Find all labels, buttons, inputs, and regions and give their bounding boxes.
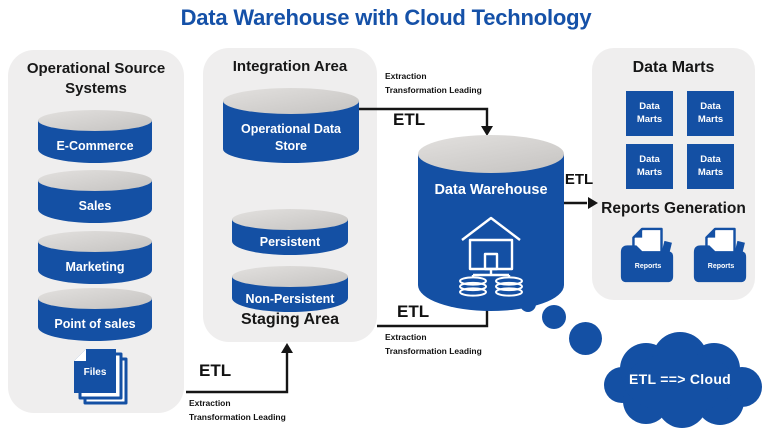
- thought-bubble-medium: [542, 305, 566, 329]
- etl-label-ods-to-warehouse: ETL: [393, 110, 426, 129]
- integration-area-title: Integration Area: [232, 58, 348, 75]
- cylinder-top: [38, 170, 152, 191]
- cylinder-top: [38, 231, 152, 252]
- cylinder-top: [223, 88, 359, 114]
- cylinder-ecommerce: E-Commerce: [38, 110, 152, 163]
- cloud-label: ETL ==> Cloud: [628, 371, 732, 387]
- data-mart-box: Data Marts: [687, 91, 734, 136]
- caption-line: Extraction: [385, 71, 427, 81]
- data-mart-box: Data Marts: [626, 91, 673, 136]
- data-marts-panel: Data Marts Data Marts Data Marts Data Ma…: [592, 48, 755, 300]
- warehouse-building-databases-icon: [445, 209, 537, 297]
- cylinder-marketing: Marketing: [38, 231, 152, 284]
- cloud-shape: ETL ==> Cloud: [594, 323, 766, 429]
- cylinder-top: [38, 110, 152, 131]
- cylinder-top: [418, 135, 564, 173]
- etl-caption-files-to-staging: Extraction Transformation Leading: [189, 397, 286, 424]
- cylinder-sales: Sales: [38, 170, 152, 223]
- etl-label-staging-to-warehouse: ETL: [397, 302, 430, 321]
- caption-line: Extraction: [385, 332, 427, 342]
- data-mart-box: Data Marts: [626, 144, 673, 189]
- etl-label-warehouse-to-marts: ETL: [564, 171, 594, 188]
- cylinder-persistent: Persistent: [232, 209, 348, 255]
- data-warehouse-label: Data Warehouse: [434, 182, 548, 198]
- report-folder-icon: Reports: [616, 226, 678, 286]
- report-label: Reports: [634, 263, 662, 270]
- files-stack-icon: Files: [68, 346, 136, 412]
- caption-line: Transformation Leading: [385, 345, 482, 356]
- integration-area-panel: Integration Area Operational Data Store …: [203, 48, 377, 342]
- operational-source-title: Operational Source Systems: [26, 60, 166, 98]
- caption-line: Transformation Leading: [385, 84, 482, 95]
- cylinder-top: [232, 209, 348, 230]
- etl-caption-ods-to-warehouse: Extraction Transformation Leading: [385, 70, 482, 97]
- cylinder-body: [418, 154, 564, 311]
- thought-bubble-large: [569, 322, 602, 355]
- caption-line: Extraction: [189, 398, 231, 408]
- data-warehouse-cylinder: Data Warehouse: [418, 135, 564, 311]
- etl-label-files-to-staging: ETL: [199, 361, 232, 380]
- report-folder-icon: Reports: [689, 226, 751, 286]
- reports-generation-title: Reports Generation: [601, 200, 746, 217]
- cylinder-label: Operational Data Store: [223, 101, 359, 163]
- page-title: Data Warehouse with Cloud Technology: [180, 5, 592, 30]
- cylinder-operational-data-store: Operational Data Store: [223, 88, 359, 163]
- cylinder-non-persistent: Non-Persistent: [232, 266, 348, 312]
- cylinder-label: Marketing: [38, 241, 152, 284]
- staging-area-label: Staging Area: [240, 311, 340, 328]
- files-label: Files: [83, 367, 107, 378]
- report-label: Reports: [707, 263, 735, 270]
- operational-source-panel: Operational Source Systems E-Commerce Sa…: [8, 50, 184, 413]
- data-marts-title: Data Marts: [632, 59, 715, 76]
- data-mart-box: Data Marts: [687, 144, 734, 189]
- caption-line: Transformation Leading: [189, 411, 286, 422]
- cylinder-top: [232, 266, 348, 287]
- etl-caption-staging-to-warehouse: Extraction Transformation Leading: [385, 331, 482, 358]
- cylinder-point-of-sales: Point of sales: [38, 288, 152, 341]
- cylinder-top: [38, 288, 152, 309]
